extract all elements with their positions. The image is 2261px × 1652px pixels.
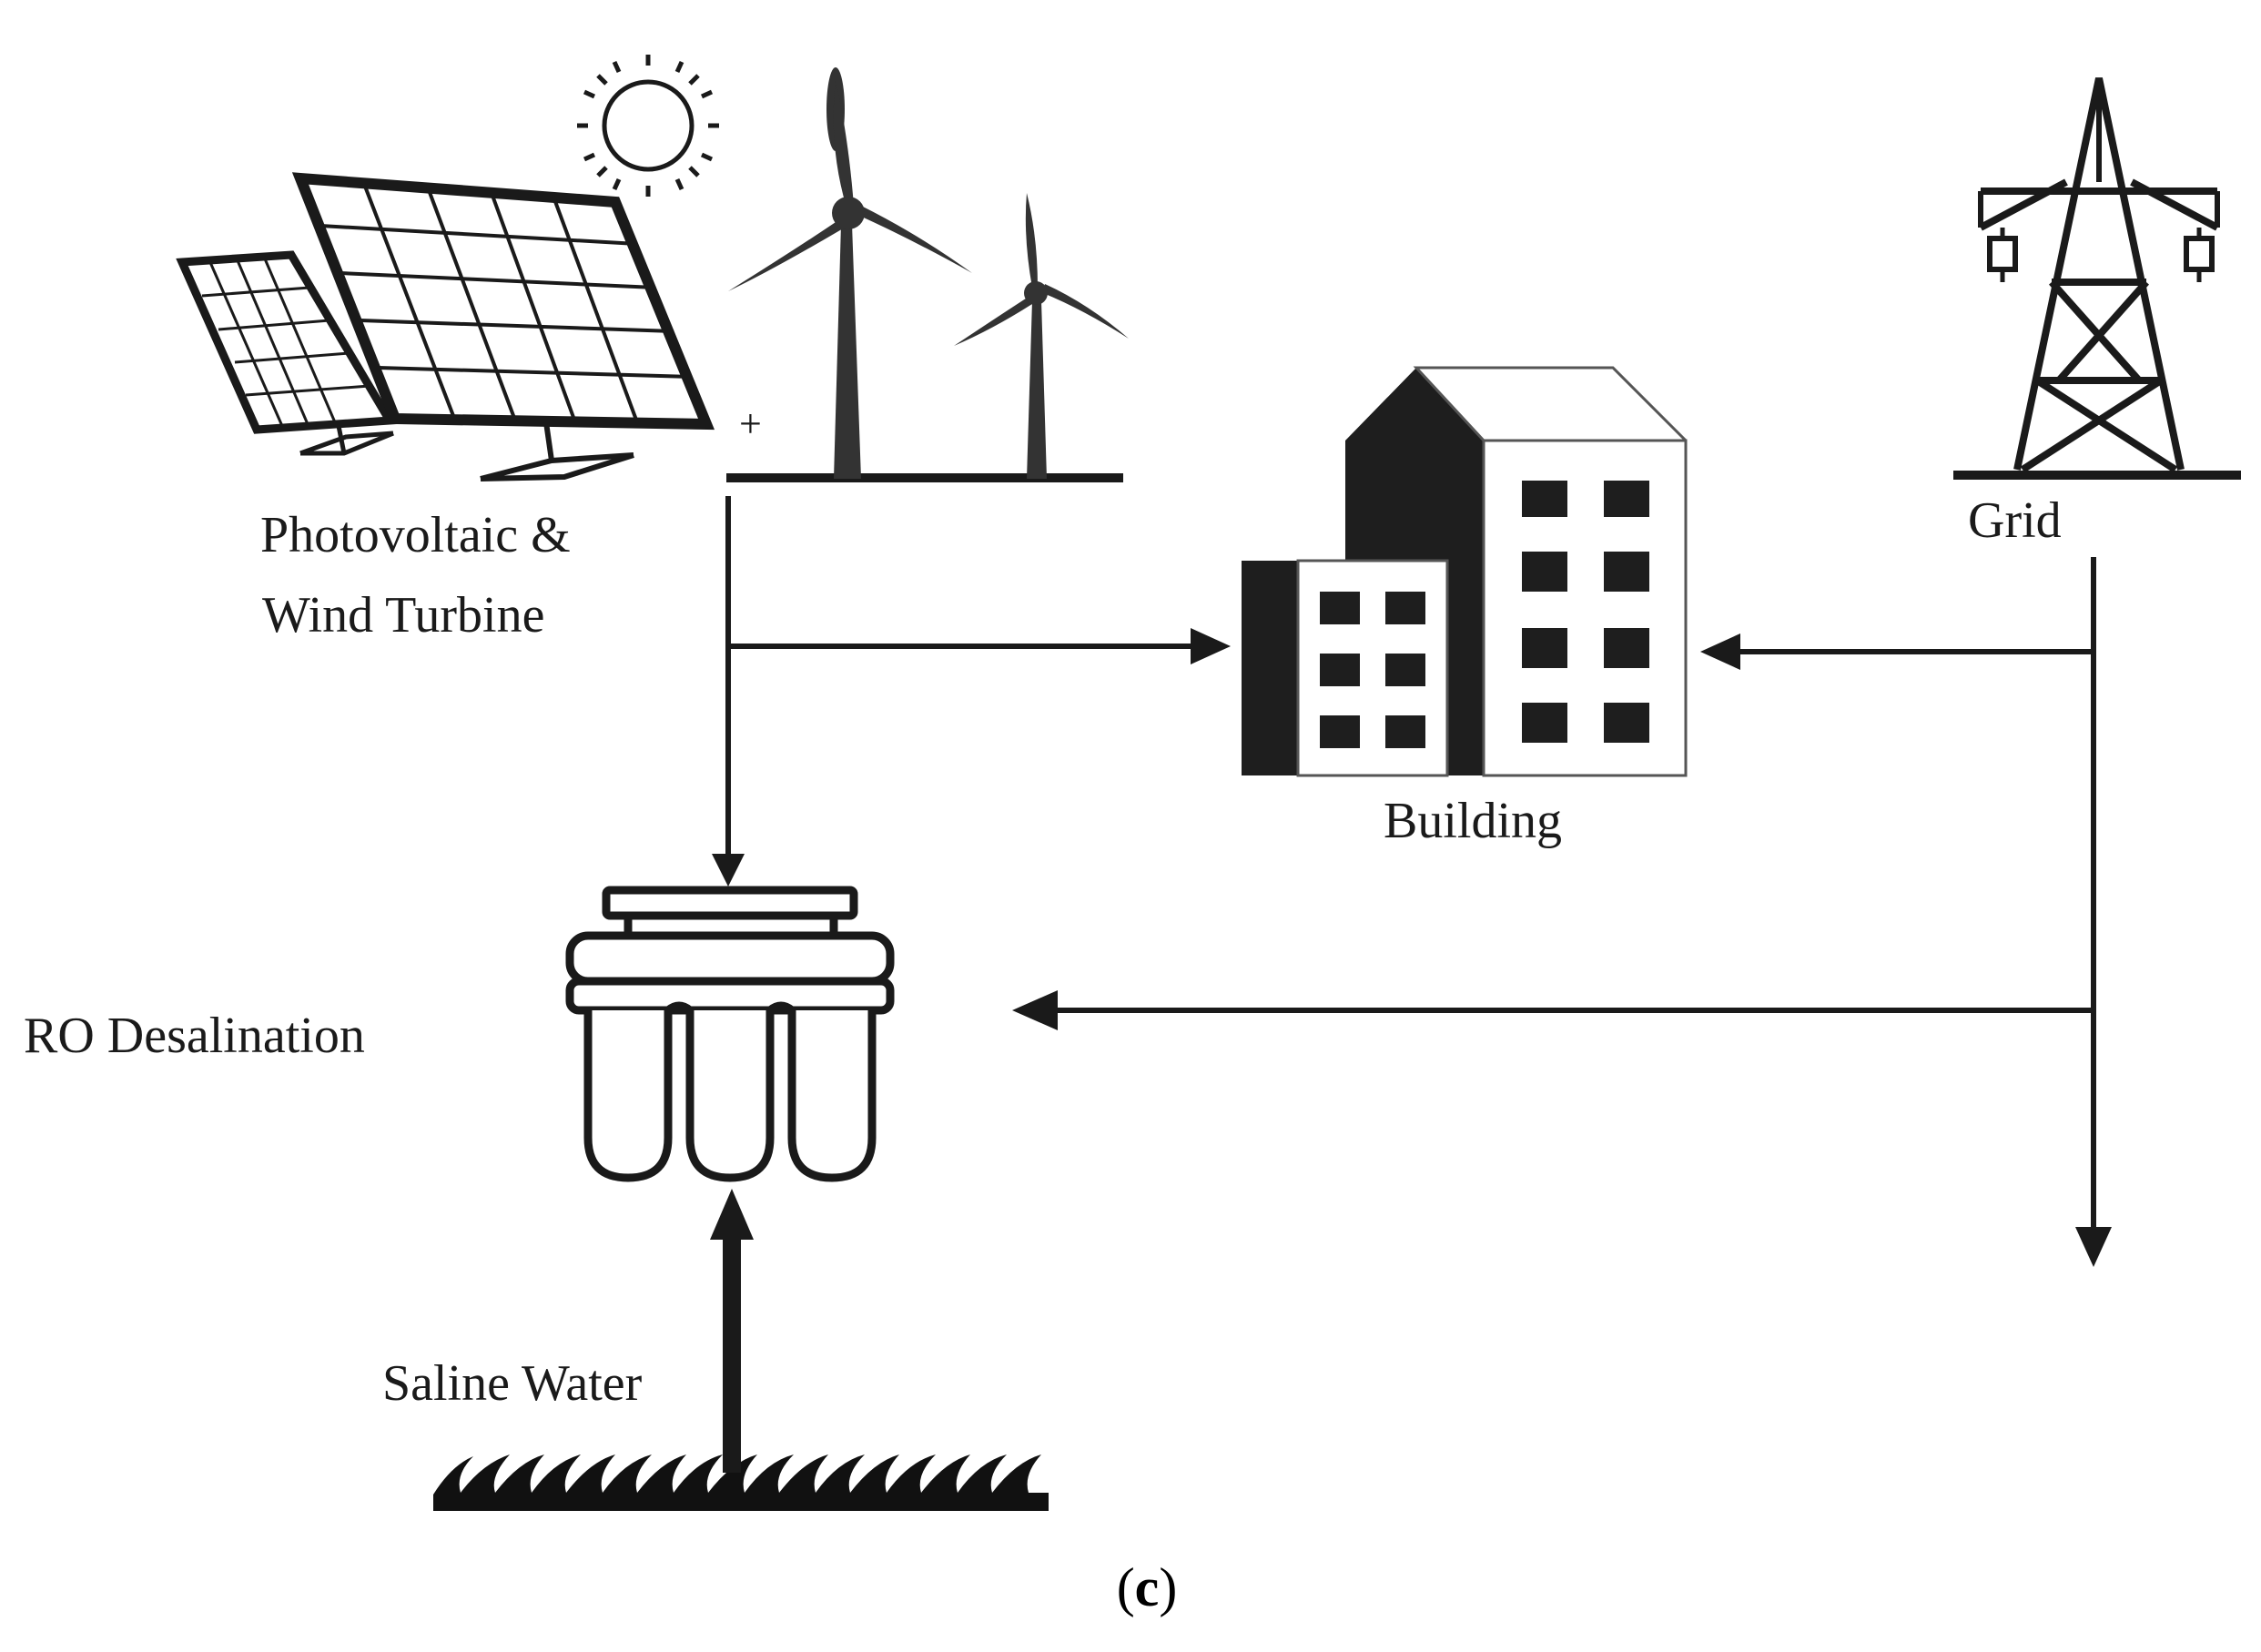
arrow-saline-up [710, 1189, 754, 1240]
saline-water-label: Saline Water [382, 1355, 643, 1412]
saline-water-pipe [723, 1238, 741, 1473]
grid-label: Grid [1968, 492, 2062, 549]
ro-filter-icon [565, 886, 895, 1182]
arrow-to-ro-filter [712, 854, 745, 887]
arrow-to-building-left [1191, 628, 1231, 664]
caption-open-paren: ( [1116, 1557, 1135, 1617]
arrow-to-ro-filter-right [1012, 990, 1058, 1030]
plus-sign: + [739, 401, 762, 446]
water-waves-icon [433, 1454, 1049, 1511]
solar-panel-icon [176, 172, 715, 481]
building-icon [1242, 366, 1688, 777]
transmission-tower-icon [1953, 77, 2241, 480]
sun-icon [577, 55, 719, 197]
caption-close-paren: ) [1159, 1557, 1178, 1617]
wind-turbine-icon [726, 67, 1129, 482]
pv-wind-label-line2: Wind Turbine [262, 587, 545, 644]
building-label: Building [1384, 793, 1563, 849]
flow-connectors [710, 496, 2112, 1473]
ro-desalination-label: RO Desalination [24, 1008, 365, 1064]
arrow-grid-down [2075, 1227, 2112, 1267]
pv-wind-label-line1: Photovoltaic & [260, 507, 571, 563]
figure-caption: (c) [1056, 1556, 1238, 1619]
caption-letter: c [1134, 1557, 1160, 1617]
arrow-to-building-right [1700, 633, 1740, 670]
